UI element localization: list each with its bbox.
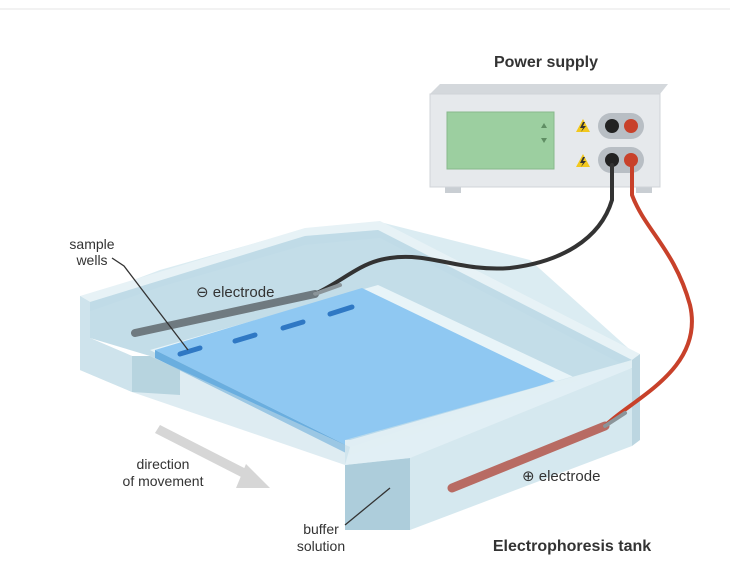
power-supply-foot [636, 185, 652, 193]
sample-wells-leader [111, 257, 189, 351]
up-arrow-icon [541, 123, 547, 128]
tank-rim [80, 221, 640, 360]
power-supply-title: Power supply [494, 54, 598, 71]
tank-left-front [80, 296, 132, 392]
buffer-solution-leader [344, 487, 391, 526]
buffer-solution-label: buffer [303, 521, 339, 537]
direction-label: of movement [123, 473, 204, 489]
negative-electrode-lead [313, 283, 342, 296]
direction-arrow [155, 425, 270, 488]
positive-electrode-label: ⊕ electrode [522, 468, 600, 485]
positive-electrode [447, 421, 610, 493]
tank-front-rim [345, 360, 632, 465]
lightning-warning-icon [576, 154, 590, 167]
tank-title: Electrophoresis tank [493, 538, 651, 555]
down-arrow-icon [541, 138, 547, 143]
sample-wells-label: sample [69, 236, 114, 252]
power-supply [429, 84, 668, 193]
negative-electrode-label: ⊖ electrode [196, 284, 274, 301]
sample-well [177, 345, 203, 357]
direction-label: direction [137, 456, 190, 472]
tank-front-wall [345, 360, 632, 530]
negative-electrode [131, 290, 319, 337]
black-terminal[interactable] [605, 153, 619, 167]
gel [155, 288, 555, 447]
direction-arrow-shaft [155, 425, 256, 482]
sample-well [327, 304, 355, 317]
lightning-warning-icon [576, 119, 590, 132]
power-supply-top [430, 84, 668, 94]
sample-well [280, 319, 306, 331]
red-terminal[interactable] [624, 153, 638, 167]
sample-well [232, 332, 258, 344]
tank-front [80, 296, 640, 530]
red-wire [603, 163, 694, 428]
power-display [446, 111, 555, 170]
positive-electrode-lead [603, 411, 627, 428]
tank-buffer-slope [132, 356, 350, 465]
tank-front-face [345, 458, 410, 530]
black-wire [313, 163, 614, 296]
sample-wells-label: wells [75, 252, 107, 268]
red-terminal[interactable] [624, 119, 638, 133]
sample-wells [177, 304, 355, 357]
buffer-solution-label: solution [297, 538, 345, 554]
power-supply-foot [445, 185, 461, 193]
black-terminal[interactable] [605, 119, 619, 133]
direction-arrow-head [236, 464, 270, 488]
